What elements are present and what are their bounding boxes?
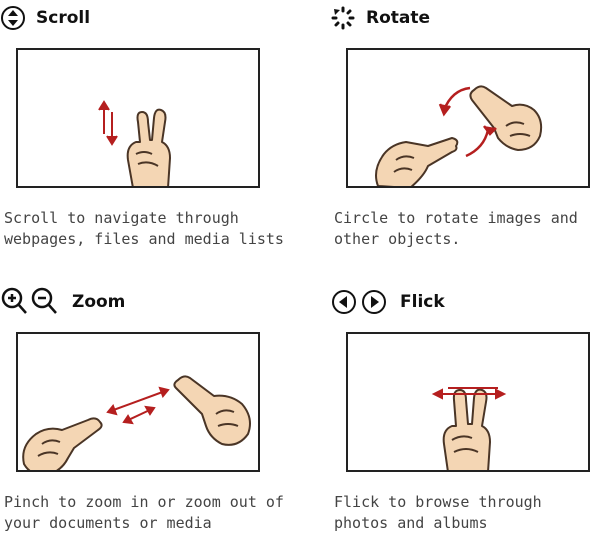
gesture-description: Circle to rotate images and other object… [334,208,600,250]
hand-two-fingers [442,388,491,470]
hand-pointing-lower [375,137,459,186]
description-line: your documents or media [4,514,212,532]
description-line: Flick to browse through [334,493,542,511]
gesture-rotate: Rotate Circle to rota [330,0,600,270]
gesture-zoom: Zoom [0,284,290,554]
gesture-description: Flick to browse through photos and album… [334,492,600,534]
rotate-icon [330,5,356,31]
gesture-description: Pinch to zoom in or zoom out of your doc… [4,492,289,534]
description-line: Pinch to zoom in or zoom out of [4,493,284,511]
hand-pointing-right [173,375,251,446]
scroll-icon [0,5,26,31]
gesture-title: Rotate [366,8,431,28]
zoom-icons [0,286,62,318]
scroll-arrows [98,100,118,146]
gesture-title: Scroll [36,8,91,28]
hand-pointing-upper [469,85,543,151]
gesture-scroll: Scroll Scroll to navigate through webpag… [0,0,290,270]
zoom-out-icon [31,287,57,314]
zoom-in-icon [1,287,27,314]
description-line: photos and albums [334,514,488,532]
rotate-arrows [438,86,497,158]
description-line: other objects. [334,230,461,248]
gesture-heading: Scroll [0,0,90,36]
gesture-illustration [346,48,590,188]
next-icon [362,290,386,314]
gesture-heading: Zoom [0,284,125,320]
gesture-heading: Flick [330,284,445,320]
gesture-heading: Rotate [330,0,430,36]
gesture-illustration [16,48,260,188]
flick-icons [330,288,390,316]
gesture-illustration [16,332,260,472]
flick-arrows [431,387,507,400]
zoom-arrows [106,386,170,425]
gesture-title: Zoom [72,292,126,312]
hand-pointing-left [22,417,103,470]
hand-two-fingers [126,108,171,186]
gesture-title: Flick [400,292,445,312]
description-line: Circle to rotate images and [334,209,578,227]
description-line: Scroll to navigate through [4,209,239,227]
previous-icon [332,290,356,314]
gesture-illustration [346,332,590,472]
gesture-description: Scroll to navigate through webpages, fil… [4,208,289,250]
description-line: webpages, files and media lists [4,230,284,248]
gesture-flick: Flick Flick to browse through photos and… [330,284,600,554]
